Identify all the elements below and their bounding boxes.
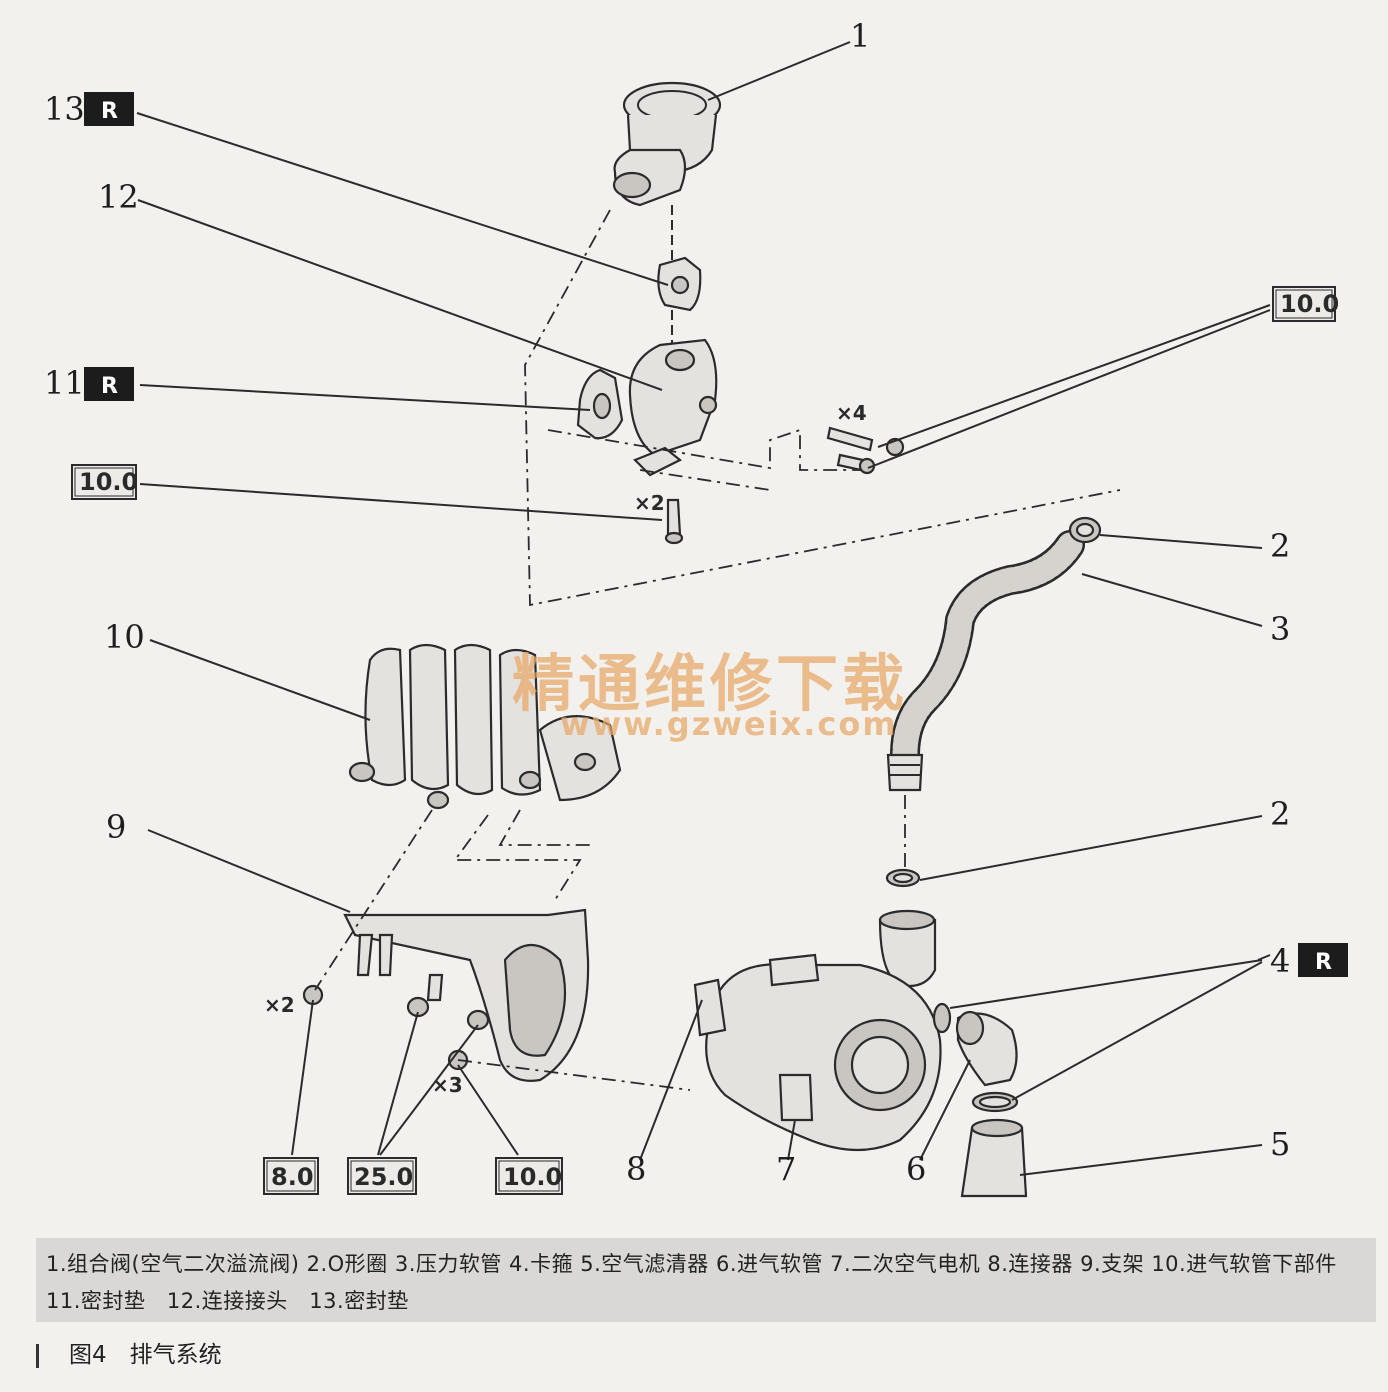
replace-badge-11: R xyxy=(84,367,134,401)
svg-text:R: R xyxy=(101,374,118,399)
legend-text: 1.组合阀(空气二次溢流阀) 2.O形圈 3.压力软管 4.卡箍 5.空气滤清器… xyxy=(46,1252,1359,1313)
legend-caption: 1.组合阀(空气二次溢流阀) 2.O形圈 3.压力软管 4.卡箍 5.空气滤清器… xyxy=(36,1238,1376,1322)
part-air-filter xyxy=(960,1118,1028,1198)
callout-11: 11 xyxy=(44,364,85,402)
part-o-ring-lower xyxy=(885,868,921,888)
part-connector-joint xyxy=(628,338,718,477)
svg-text:R: R xyxy=(101,99,118,124)
part-secondary-air-motor xyxy=(705,909,942,1152)
svg-text:8.0: 8.0 xyxy=(271,1163,314,1191)
watermark-url: www.gzweix.com xyxy=(560,705,898,743)
exploded-diagram: 1 13 12 11 2 3 10 2 9 4 5 6 7 8 R R R 10… xyxy=(44,17,1348,1198)
svg-text:10.0: 10.0 xyxy=(1280,290,1339,318)
torque-box-left: 10.0 xyxy=(71,464,138,500)
callout-2-upper: 2 xyxy=(1270,527,1290,565)
part-o-ring-upper xyxy=(1068,516,1102,544)
callout-1: 1 xyxy=(850,17,870,55)
part-gasket-11 xyxy=(576,368,624,440)
qty-bottom-left: ×2 xyxy=(264,993,295,1017)
part-bracket-fasteners xyxy=(302,973,490,1071)
callout-9: 9 xyxy=(106,808,126,846)
callout-10: 10 xyxy=(104,618,145,656)
replace-badge-13: R xyxy=(84,92,134,126)
svg-text:R: R xyxy=(1315,950,1332,975)
figure-title: 图4 排气系统 xyxy=(36,1335,222,1368)
callout-13: 13 xyxy=(44,90,85,128)
svg-text:10.0: 10.0 xyxy=(503,1163,562,1191)
figure-title-bar xyxy=(36,1343,39,1368)
callout-6: 6 xyxy=(906,1150,926,1188)
callout-12: 12 xyxy=(98,178,139,216)
part-intake-hose xyxy=(955,1010,1018,1087)
torque-box-bottom-1: 8.0 xyxy=(263,1157,319,1195)
callout-8: 8 xyxy=(626,1150,646,1188)
qty-top-right: ×4 xyxy=(836,401,867,425)
svg-text:10.0: 10.0 xyxy=(79,468,138,496)
callout-4: 4 xyxy=(1270,942,1290,980)
callout-7: 7 xyxy=(776,1150,796,1188)
figure-title-text: 图4 排气系统 xyxy=(69,1342,222,1368)
part-bracket xyxy=(343,908,590,1082)
torque-box-bottom-3: 10.0 xyxy=(495,1157,563,1195)
qty-mid: ×2 xyxy=(634,491,665,515)
replace-badge-4: R xyxy=(1298,943,1348,977)
callout-3: 3 xyxy=(1270,610,1290,648)
part-bolts-top xyxy=(664,426,905,545)
leader-lines xyxy=(136,41,1271,1176)
part-clamp-b xyxy=(971,1091,1019,1113)
torque-box-bottom-2: 25.0 xyxy=(347,1157,417,1195)
part-connector-8 xyxy=(693,978,727,1037)
callout-5: 5 xyxy=(1270,1125,1290,1163)
part-clamp-a xyxy=(932,1002,952,1034)
part-intake-hose-lower xyxy=(348,643,622,810)
qty-bottom: ×3 xyxy=(432,1073,463,1097)
part-combination-valve xyxy=(612,81,722,370)
svg-text:25.0: 25.0 xyxy=(354,1163,413,1191)
torque-box-top-right: 10.0 xyxy=(1272,286,1339,322)
watermark-title: 精通维修下载 xyxy=(512,647,908,720)
callout-2-lower: 2 xyxy=(1270,795,1290,833)
part-pressure-hose xyxy=(886,530,1085,792)
